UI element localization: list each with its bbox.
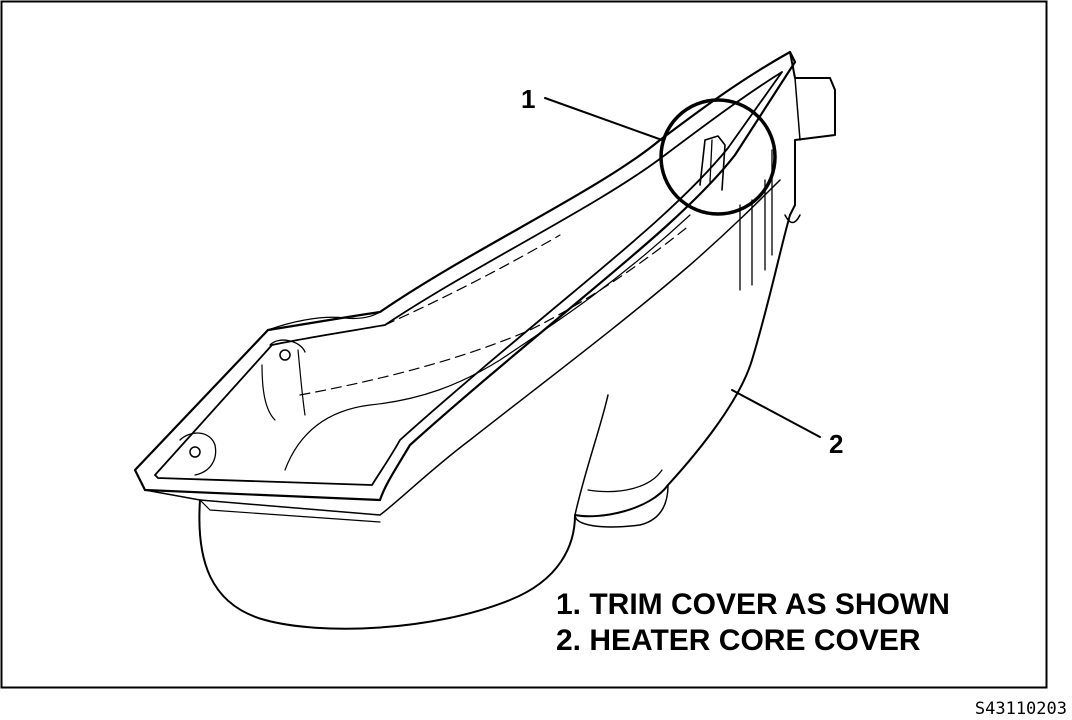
mount-boss-left	[179, 432, 217, 476]
trim-cover-corner	[699, 135, 726, 191]
cover-right-flange-inner	[794, 77, 801, 141]
cover-hidden-edge-2	[384, 234, 561, 326]
cover-interior-wall-2	[297, 349, 306, 416]
mount-boss-top	[269, 339, 306, 353]
diagram-border	[0, 0, 1048, 689]
cover-outlet-stub	[574, 484, 669, 528]
cover-interior-wall	[261, 364, 276, 421]
mount-hole-top	[279, 349, 291, 361]
cover-right-verticals	[739, 149, 773, 291]
trim-cover-corner-2	[709, 139, 713, 183]
cover-lower-seam	[574, 394, 609, 516]
cover-rim-inner	[154, 71, 783, 486]
heater-core-cover-illustration	[133, 50, 836, 630]
cover-outlet-inner	[587, 469, 663, 493]
callout-1-circle	[659, 98, 777, 216]
callout-1-number: 1	[521, 84, 535, 114]
legend-item-1: 1. TRIM COVER AS SHOWN	[556, 588, 950, 621]
cover-right-flange	[789, 51, 836, 216]
callout-1-leader	[544, 97, 663, 141]
figure-id: S43110203	[975, 699, 1067, 719]
cover-rim-front-lip-2	[199, 499, 381, 523]
cover-rim-front-lip	[144, 179, 781, 516]
cover-rim-hump	[267, 311, 381, 331]
mount-hole-left	[189, 446, 201, 458]
callout-2-leader	[731, 389, 821, 438]
callout-2-number: 2	[829, 429, 843, 459]
cover-body-outline	[198, 214, 791, 630]
cover-right-tab	[784, 214, 801, 224]
legend-item-2: 2. HEATER CORE COVER	[556, 624, 921, 657]
cover-interior-trough	[284, 214, 691, 471]
cover-hidden-edge	[299, 224, 691, 396]
